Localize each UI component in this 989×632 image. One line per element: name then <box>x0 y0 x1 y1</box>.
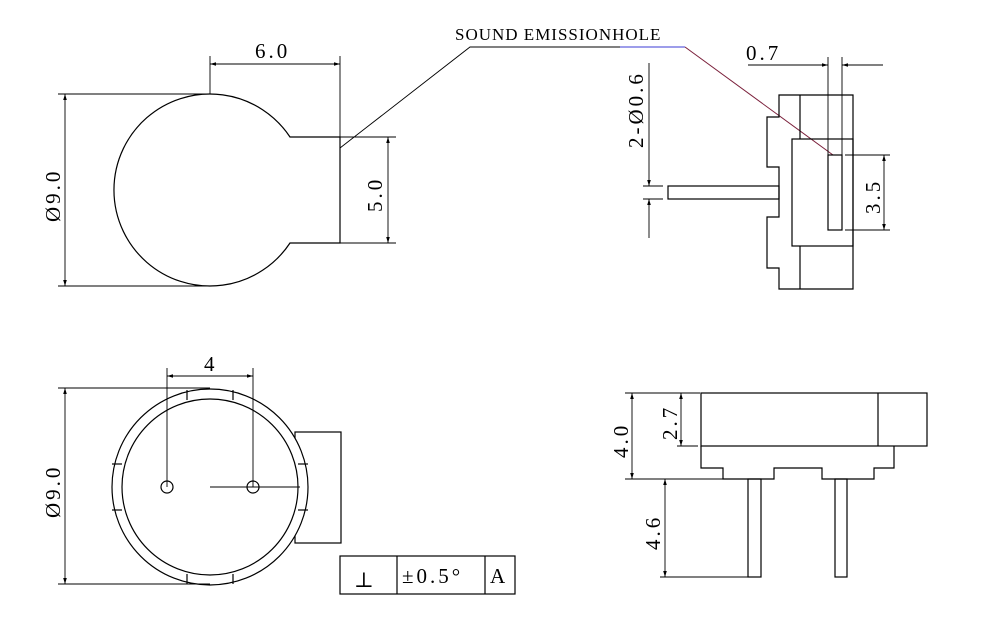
dim-pin-spacing: 4 <box>204 352 218 376</box>
dim-pin-length: 4.6 <box>641 515 665 550</box>
dim-hole-width: 0.7 <box>746 41 781 65</box>
dim-bottom-diameter: Ø9.0 <box>41 465 65 518</box>
top-view: 6.0 Ø9.0 5.0 <box>41 39 396 287</box>
side-view: 2-Ø0.6 0.7 3.5 <box>624 41 890 290</box>
sound-hole-label: SOUND EMISSIONHOLE <box>455 25 661 44</box>
dim-body-height: 2.7 <box>658 405 682 440</box>
dim-total-height: 4.0 <box>609 423 633 458</box>
leader-line-red <box>684 46 834 156</box>
tolerance-value: ±0.5° <box>402 564 463 588</box>
front-view: 4.0 2.7 4.6 <box>609 392 928 578</box>
perpendicularity-symbol: ⊥ <box>354 568 377 592</box>
datum-label: A <box>490 564 508 588</box>
pin <box>667 185 780 200</box>
sound-hole-leader: SOUND EMISSIONHOLE <box>339 25 834 156</box>
pin <box>747 478 762 578</box>
body-base <box>700 446 895 480</box>
body-outline <box>113 93 341 287</box>
sound-hole <box>827 154 843 231</box>
leader-line <box>339 46 685 149</box>
bottom-view: 4 Ø9.0 ⊥ ±0.5° A <box>41 352 516 595</box>
dim-top-width: 6.0 <box>255 39 290 63</box>
side-outline <box>766 94 854 290</box>
pin <box>834 478 848 578</box>
dim-hole-height: 3.5 <box>861 179 885 214</box>
dim-pin-diameter: 2-Ø0.6 <box>624 71 648 148</box>
dim-tab-height: 5.0 <box>363 177 387 212</box>
ring-ticks <box>112 390 308 584</box>
tolerance-frame: ⊥ ±0.5° A <box>339 555 516 595</box>
dim-top-diameter: Ø9.0 <box>41 169 65 222</box>
body-top <box>700 392 928 447</box>
inner-cavity <box>791 138 854 247</box>
